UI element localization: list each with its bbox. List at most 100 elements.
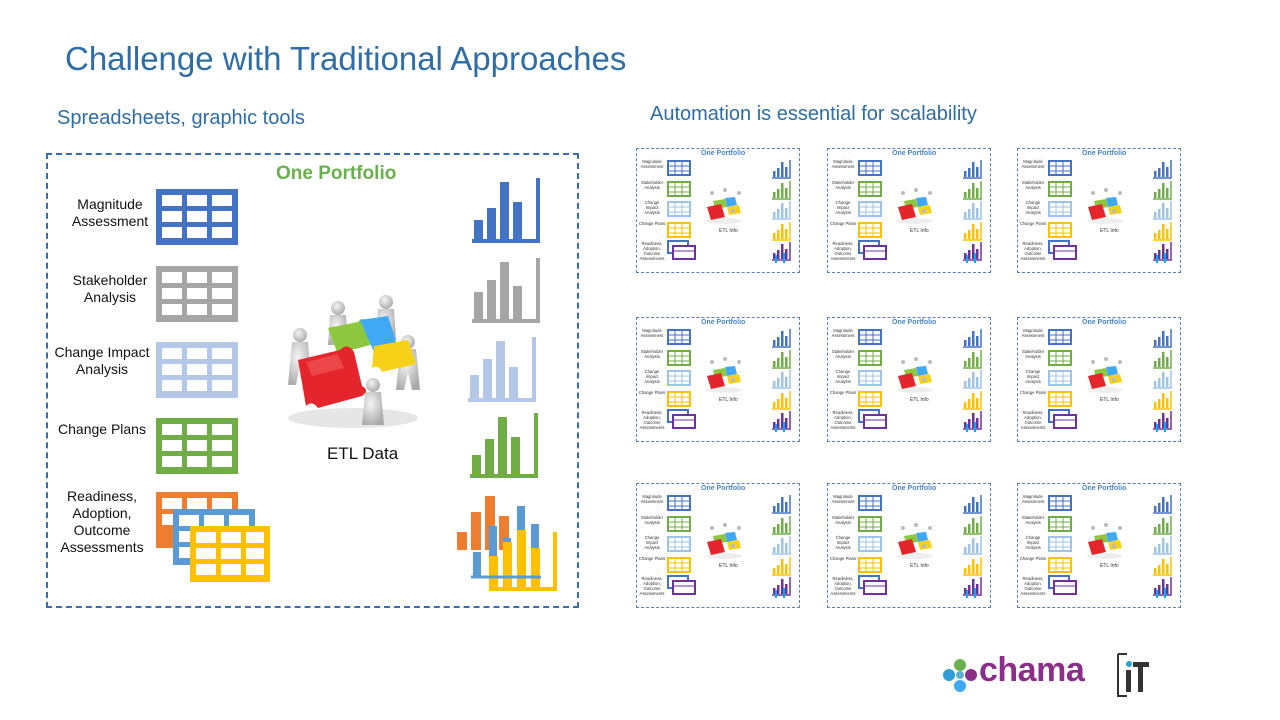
chama-logo-text: chama: [979, 651, 1085, 689]
thumbnail-row-label: Readiness, Adoption, Outcome Assessments: [830, 410, 856, 430]
thumbnail-row-label: Readiness, Adoption, Outcome Assessments: [1020, 241, 1046, 261]
thumbnail-row-label: Stakeholder Analysis: [831, 180, 855, 190]
row-label-stakeholder: Stakeholder Analysis: [72, 272, 148, 305]
thumbnail-graphics: [858, 329, 982, 432]
thumbnail-row-label: Magnitude Assessment: [640, 159, 664, 169]
puzzle-team-illustration: [288, 295, 420, 428]
thumbnail-graphics: [858, 495, 982, 598]
bar-chart-icon-gray: [472, 258, 540, 323]
thumbnail-row-label: Change Plans: [638, 390, 666, 395]
it-logo-text: iT: [1115, 650, 1116, 651]
thumbnail-row-label: Magnitude Assessment: [831, 494, 855, 504]
thumbnail-title: One Portfolio: [1082, 150, 1127, 157]
thumbnail-graphics: [1048, 495, 1172, 598]
right-subtitle: Automation is essential for scalability: [650, 103, 977, 125]
left-subtitle: Spreadsheets, graphic tools: [57, 107, 305, 129]
bar-chart-icon-lightblue: [468, 337, 536, 402]
thumbnail-title: One Portfolio: [892, 319, 937, 326]
thumbnail-row-label: Stakeholder Analysis: [640, 515, 664, 525]
row-label-readiness: Readiness, Adoption, Outcome Assessments: [60, 488, 144, 555]
thumbnail-title: One Portfolio: [701, 319, 746, 326]
thumbnail-title: One Portfolio: [1082, 319, 1127, 326]
thumbnail-row-label: Change Plans: [638, 556, 666, 561]
thumbnail-row-label: Change Impact Analysis: [644, 369, 660, 384]
thumbnail-title: One Portfolio: [1082, 485, 1127, 492]
row-label-change-impact: Change Impact Analysis: [54, 344, 150, 377]
thumbnail-row-label: Change Plans: [1019, 556, 1047, 561]
thumbnail-etl-label: ETL Info: [910, 397, 929, 403]
thumbnail-row-label: Change Impact Analysis: [835, 200, 851, 215]
thumbnail-row-label: Magnitude Assessment: [640, 494, 664, 504]
thumbnail-row-label: Stakeholder Analysis: [1021, 515, 1045, 525]
thumbnail-title: One Portfolio: [701, 485, 746, 492]
thumbnail-etl-label: ETL Info: [1100, 397, 1119, 403]
portfolio-title: One Portfolio: [276, 163, 397, 184]
thumbnail-etl-label: ETL Info: [1100, 563, 1119, 569]
thumbnail-row-label: Stakeholder Analysis: [640, 180, 664, 190]
spreadsheet-icon-change-plans: [156, 418, 238, 474]
thumbnail-graphics: [667, 495, 791, 598]
thumbnail-row-label: Stakeholder Analysis: [1021, 349, 1045, 359]
thumbnail-title: One Portfolio: [892, 150, 937, 157]
thumbnail-title: One Portfolio: [701, 150, 746, 157]
thumbnail-etl-label: ETL Info: [1100, 228, 1119, 234]
thumbnail-row-label: Magnitude Assessment: [640, 328, 664, 338]
thumbnail-row-label: Readiness, Adoption, Outcome Assessments: [830, 576, 856, 596]
thumbnail-etl-label: ETL Info: [719, 397, 738, 403]
thumbnail-row-label: Change Impact Analysis: [644, 200, 660, 215]
bar-chart-icon-green: [470, 413, 538, 478]
thumbnail-row-label: Change Impact Analysis: [1025, 535, 1041, 550]
row-label-change-plans: Change Plans: [58, 421, 146, 437]
thumbnail-row-label: Change Plans: [638, 221, 666, 226]
thumbnail-row-label: Readiness, Adoption, Outcome Assessments: [639, 576, 665, 596]
thumbnail-graphics: [667, 329, 791, 432]
spreadsheet-icon-magnitude: [156, 189, 238, 245]
thumbnail-row-label: Change Impact Analysis: [1025, 200, 1041, 215]
chama-logo-icon: [943, 659, 977, 692]
thumbnail-etl-label: ETL Info: [910, 228, 929, 234]
slide-title: Challenge with Traditional Approaches: [65, 40, 627, 77]
it-logo: iT: [1115, 650, 1149, 697]
thumbnail-etl-label: ETL Info: [719, 563, 738, 569]
spreadsheet-icon-change-impact: [156, 342, 238, 398]
spreadsheet-icon-stakeholder: [156, 266, 238, 322]
thumbnail-row-label: Magnitude Assessment: [1021, 494, 1045, 504]
thumbnail-row-label: Readiness, Adoption, Outcome Assessments: [639, 410, 665, 430]
thumbnail-row-label: Change Impact Analysis: [644, 535, 660, 550]
etl-data-label: ETL Data: [327, 444, 399, 463]
row-label-magnitude: Magnitude Assessment: [71, 196, 149, 229]
thumbnail-row-label: Stakeholder Analysis: [831, 515, 855, 525]
bar-chart-icon-blue: [472, 178, 540, 243]
thumbnail-row-label: Change Impact Analysis: [1025, 369, 1041, 384]
thumbnail-row-label: Stakeholder Analysis: [640, 349, 664, 359]
thumbnail-graphics: [1048, 160, 1172, 263]
bar-chart-stack-icon-readiness: [457, 496, 557, 591]
thumbnail-etl-label: ETL Info: [719, 228, 738, 234]
thumbnail-etl-label: ETL Info: [910, 563, 929, 569]
thumbnail-row-label: Magnitude Assessment: [831, 328, 855, 338]
thumbnail-row-label: Stakeholder Analysis: [831, 349, 855, 359]
thumbnail-title: One Portfolio: [892, 485, 937, 492]
thumbnail-row-label: Magnitude Assessment: [1021, 159, 1045, 169]
thumbnail-row-label: Readiness, Adoption, Outcome Assessments: [830, 241, 856, 261]
thumbnail-row-label: Stakeholder Analysis: [1021, 180, 1045, 190]
thumbnail-row-label: Change Plans: [1019, 390, 1047, 395]
thumbnail-graphics: [858, 160, 982, 263]
thumbnail-row-label: Magnitude Assessment: [1021, 328, 1045, 338]
thumbnail-graphics: [1048, 329, 1172, 432]
spreadsheet-stack-icon-readiness: [156, 492, 270, 582]
thumbnail-row-label: Magnitude Assessment: [831, 159, 855, 169]
thumbnail-row-label: Change Plans: [1019, 221, 1047, 226]
thumbnail-row-label: Readiness, Adoption, Outcome Assessments: [1020, 410, 1046, 430]
portfolio-box: [46, 153, 579, 608]
thumbnail-row-label: Change Plans: [829, 556, 857, 561]
